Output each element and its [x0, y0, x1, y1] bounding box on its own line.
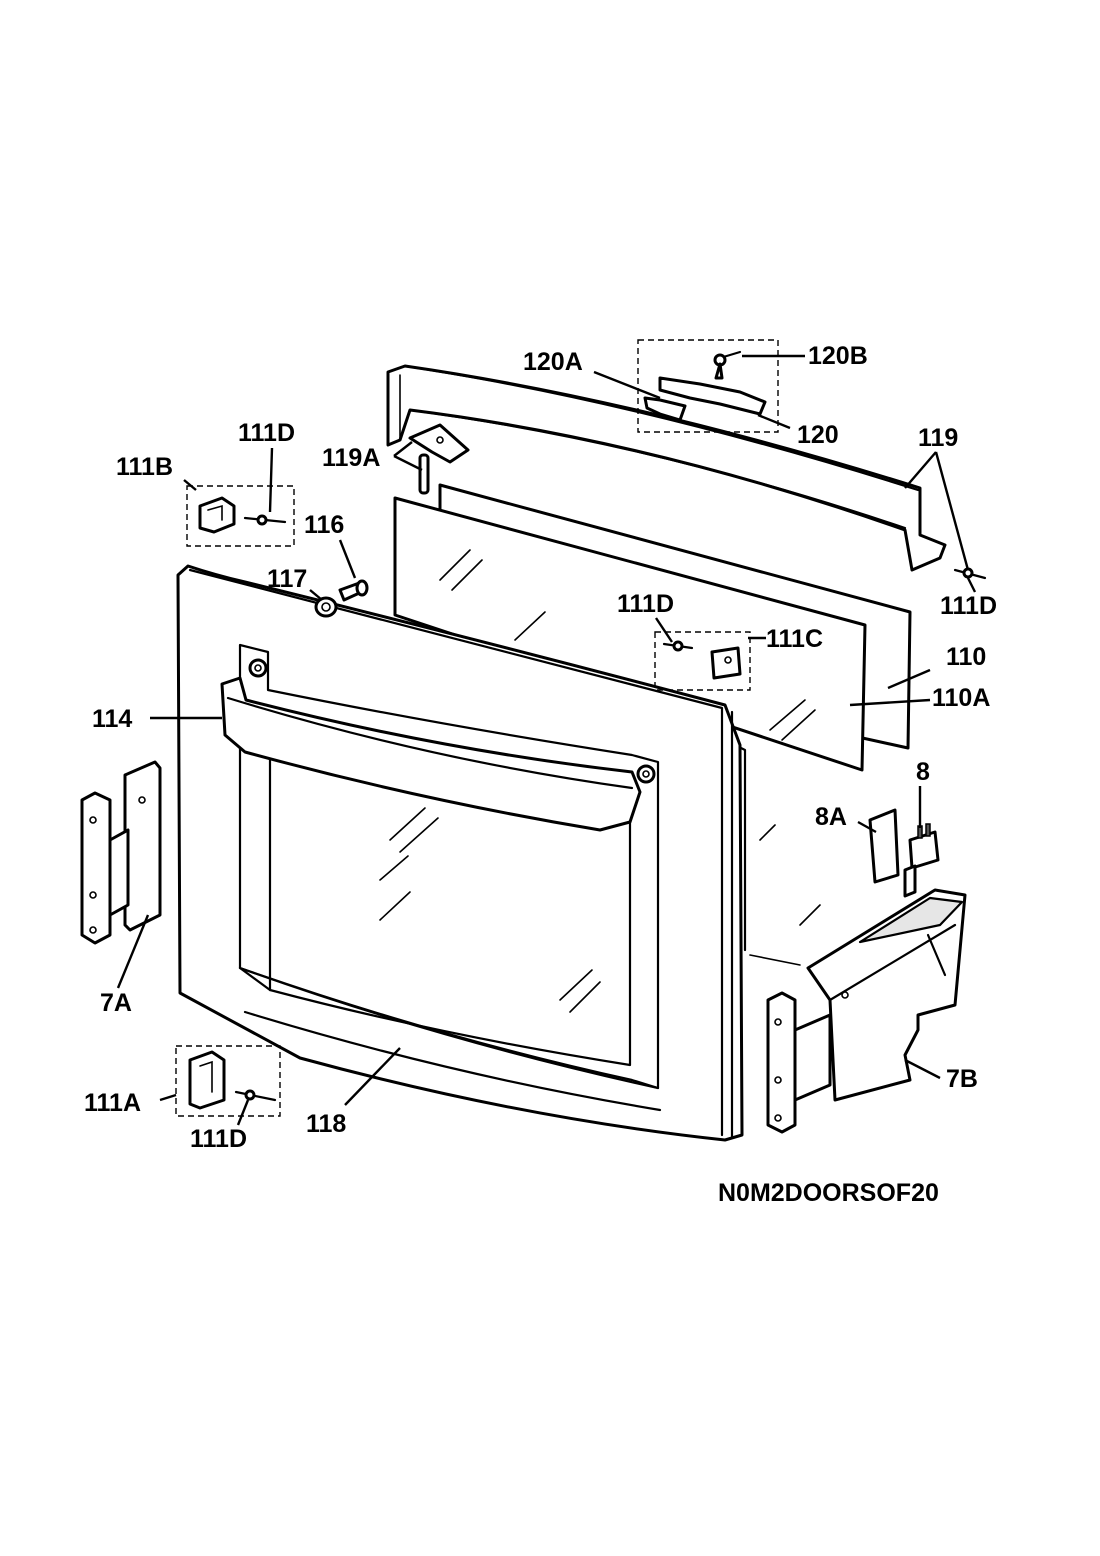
part-8A-plate — [868, 808, 900, 884]
label-120A: 120A — [523, 348, 583, 376]
label-111D-top: 111D — [238, 419, 295, 447]
part-111A-group — [175, 1045, 281, 1117]
leader-lines — [116, 354, 977, 1126]
label-8: 8 — [916, 758, 930, 786]
label-110: 110 — [946, 643, 986, 671]
part-labels: 120A 120B 120 119 119A 111D 111B 116 117… — [84, 342, 997, 1207]
part-119A-bracket — [408, 423, 470, 495]
diagram-code: N0M2DOORSOF20 — [718, 1179, 939, 1207]
label-8A: 8A — [815, 803, 847, 831]
part-120-group — [637, 339, 779, 433]
part-116-screw — [338, 579, 369, 602]
label-111D-middle: 111D — [617, 590, 674, 618]
part-117-washer — [314, 596, 338, 618]
label-111B: 111B — [116, 453, 173, 481]
part-111D-pin-right — [953, 567, 987, 580]
part-111C-group — [654, 631, 751, 691]
label-7A: 7A — [100, 989, 132, 1017]
part-119-top-trim — [386, 364, 947, 572]
label-119A: 119A — [322, 444, 380, 472]
part-111B-group — [186, 485, 295, 547]
label-111C: 111C — [766, 625, 823, 653]
label-7B: 7B — [946, 1065, 978, 1093]
part-8-switch — [903, 823, 940, 898]
label-119: 119 — [918, 424, 958, 452]
label-117: 117 — [267, 565, 307, 593]
label-120: 120 — [797, 421, 839, 449]
label-118: 118 — [306, 1110, 346, 1138]
label-111D-right: 111D — [940, 592, 997, 620]
part-7A-hinge — [80, 760, 162, 945]
part-7B-hinge-assembly — [766, 888, 967, 1134]
part-110A-middle-glass — [393, 496, 867, 772]
label-110A: 110A — [932, 684, 990, 712]
label-116: 116 — [304, 511, 344, 539]
part-114-handle — [220, 676, 642, 832]
part-118-outer-door — [176, 564, 744, 1142]
label-114: 114 — [92, 705, 132, 733]
label-111A: 111A — [84, 1089, 141, 1117]
label-120B: 120B — [808, 342, 868, 370]
part-rear-panel — [733, 743, 821, 966]
label-111D-bottom: 111D — [190, 1125, 247, 1153]
